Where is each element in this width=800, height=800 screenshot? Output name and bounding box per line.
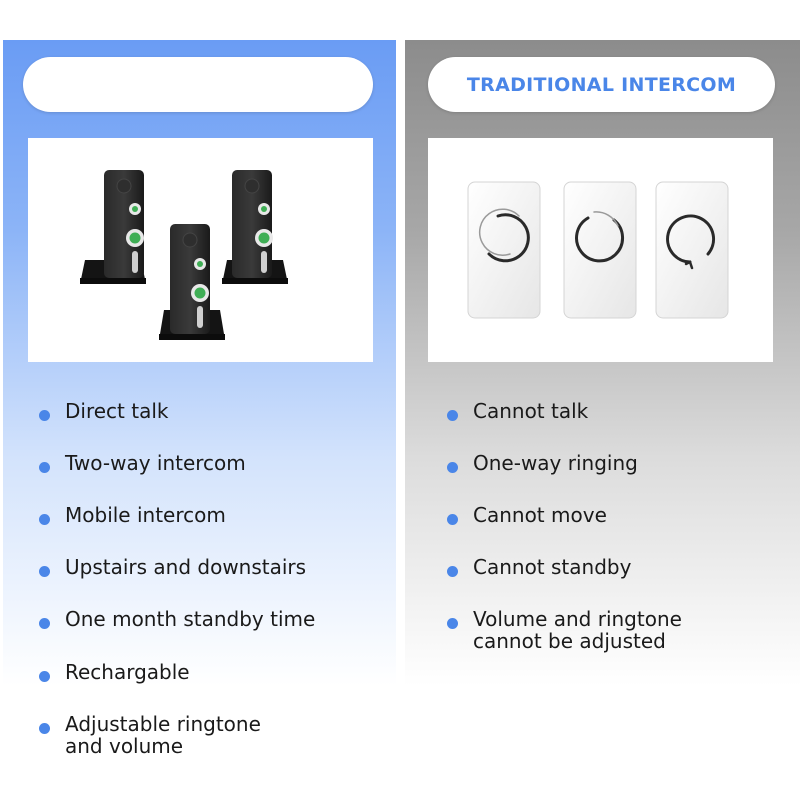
bullet-dot-icon (447, 566, 458, 577)
list-item: Adjustable ringtone and volume (3, 713, 396, 757)
doorbell-button-1 (467, 181, 541, 319)
left-header-pill (23, 57, 373, 112)
doorbell-button-3 (655, 181, 729, 319)
bullet-dot-icon (39, 410, 50, 421)
list-item: Rechargable (3, 661, 396, 683)
list-item: Direct talk (3, 400, 396, 422)
list-item: Mobile intercom (3, 504, 396, 526)
list-item: Upstairs and downstairs (3, 556, 396, 578)
bullet-dot-icon (39, 462, 50, 473)
list-item: Two-way intercom (3, 452, 396, 474)
left-comparison-panel: Direct talk Two-way intercom Mobile inte… (3, 40, 396, 800)
doorbell-button-2 (563, 181, 637, 319)
bullet-dot-icon (39, 514, 50, 525)
intercom-handset-center (159, 224, 225, 340)
portable-intercom-image (28, 138, 373, 362)
list-item: Cannot move (405, 504, 800, 526)
bullet-dot-icon (447, 514, 458, 525)
list-item: One month standby time (3, 608, 396, 630)
bullet-dot-icon (447, 410, 458, 421)
bullet-dot-icon (39, 618, 50, 629)
list-item: Cannot talk (405, 400, 800, 422)
list-item: Cannot standby (405, 556, 800, 578)
list-item: Volume and ringtone cannot be adjusted (405, 608, 800, 652)
right-header-title: TRADITIONAL INTERCOM (466, 73, 737, 96)
intercom-handset-right (222, 170, 288, 284)
bullet-dot-icon (39, 671, 50, 682)
bullet-dot-icon (447, 462, 458, 473)
bullet-dot-icon (39, 566, 50, 577)
doorbell-buttons-illustration (467, 181, 729, 319)
right-header-pill: TRADITIONAL INTERCOM (428, 57, 775, 112)
traditional-intercom-image (428, 138, 773, 362)
right-comparison-panel: TRADITIONAL INTERCOM (405, 40, 800, 800)
portable-intercom-illustration (80, 170, 288, 340)
list-item: One-way ringing (405, 452, 800, 474)
bullet-dot-icon (447, 618, 458, 629)
intercom-handset-left (80, 170, 146, 284)
bullet-dot-icon (39, 723, 50, 734)
